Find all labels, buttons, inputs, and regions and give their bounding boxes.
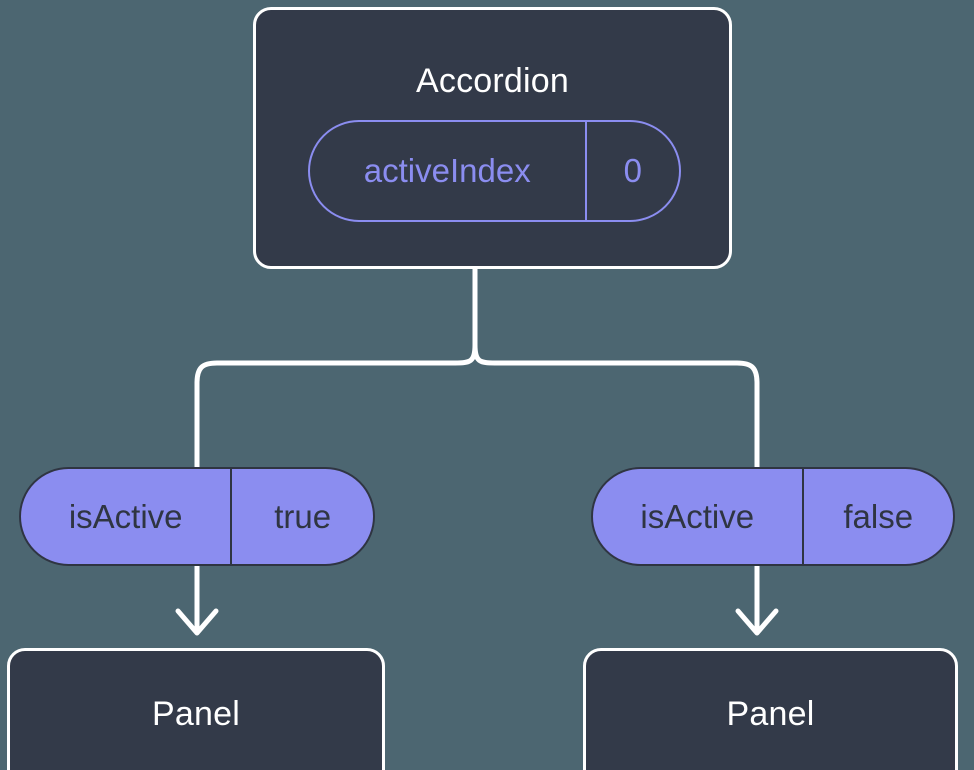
prop-pill-isactive-false[interactable]: isActive false bbox=[591, 467, 955, 566]
edge-split-left bbox=[194, 344, 478, 467]
prop-pill-left-key: isActive bbox=[21, 469, 233, 564]
prop-pill-isactive-true[interactable]: isActive true bbox=[19, 467, 375, 566]
state-pill-value: 0 bbox=[623, 152, 642, 189]
node-panel-left-title: Panel bbox=[152, 695, 240, 733]
prop-pill-right-key: isActive bbox=[593, 469, 804, 564]
node-panel-left[interactable]: Panel bbox=[7, 648, 385, 770]
node-accordion-title: Accordion bbox=[416, 62, 569, 100]
prop-pill-right-value: false bbox=[843, 497, 914, 535]
state-pill-key: activeIndex bbox=[310, 122, 587, 220]
prop-pill-left-value: true bbox=[274, 497, 332, 535]
edge-arrow-right-head bbox=[735, 608, 779, 636]
node-panel-right[interactable]: Panel bbox=[583, 648, 958, 770]
edge-arrow-left-head bbox=[175, 608, 219, 636]
edge-split-right bbox=[472, 344, 760, 467]
state-pill-activeindex[interactable]: activeIndex 0 bbox=[308, 120, 681, 222]
node-panel-right-title: Panel bbox=[726, 695, 815, 733]
